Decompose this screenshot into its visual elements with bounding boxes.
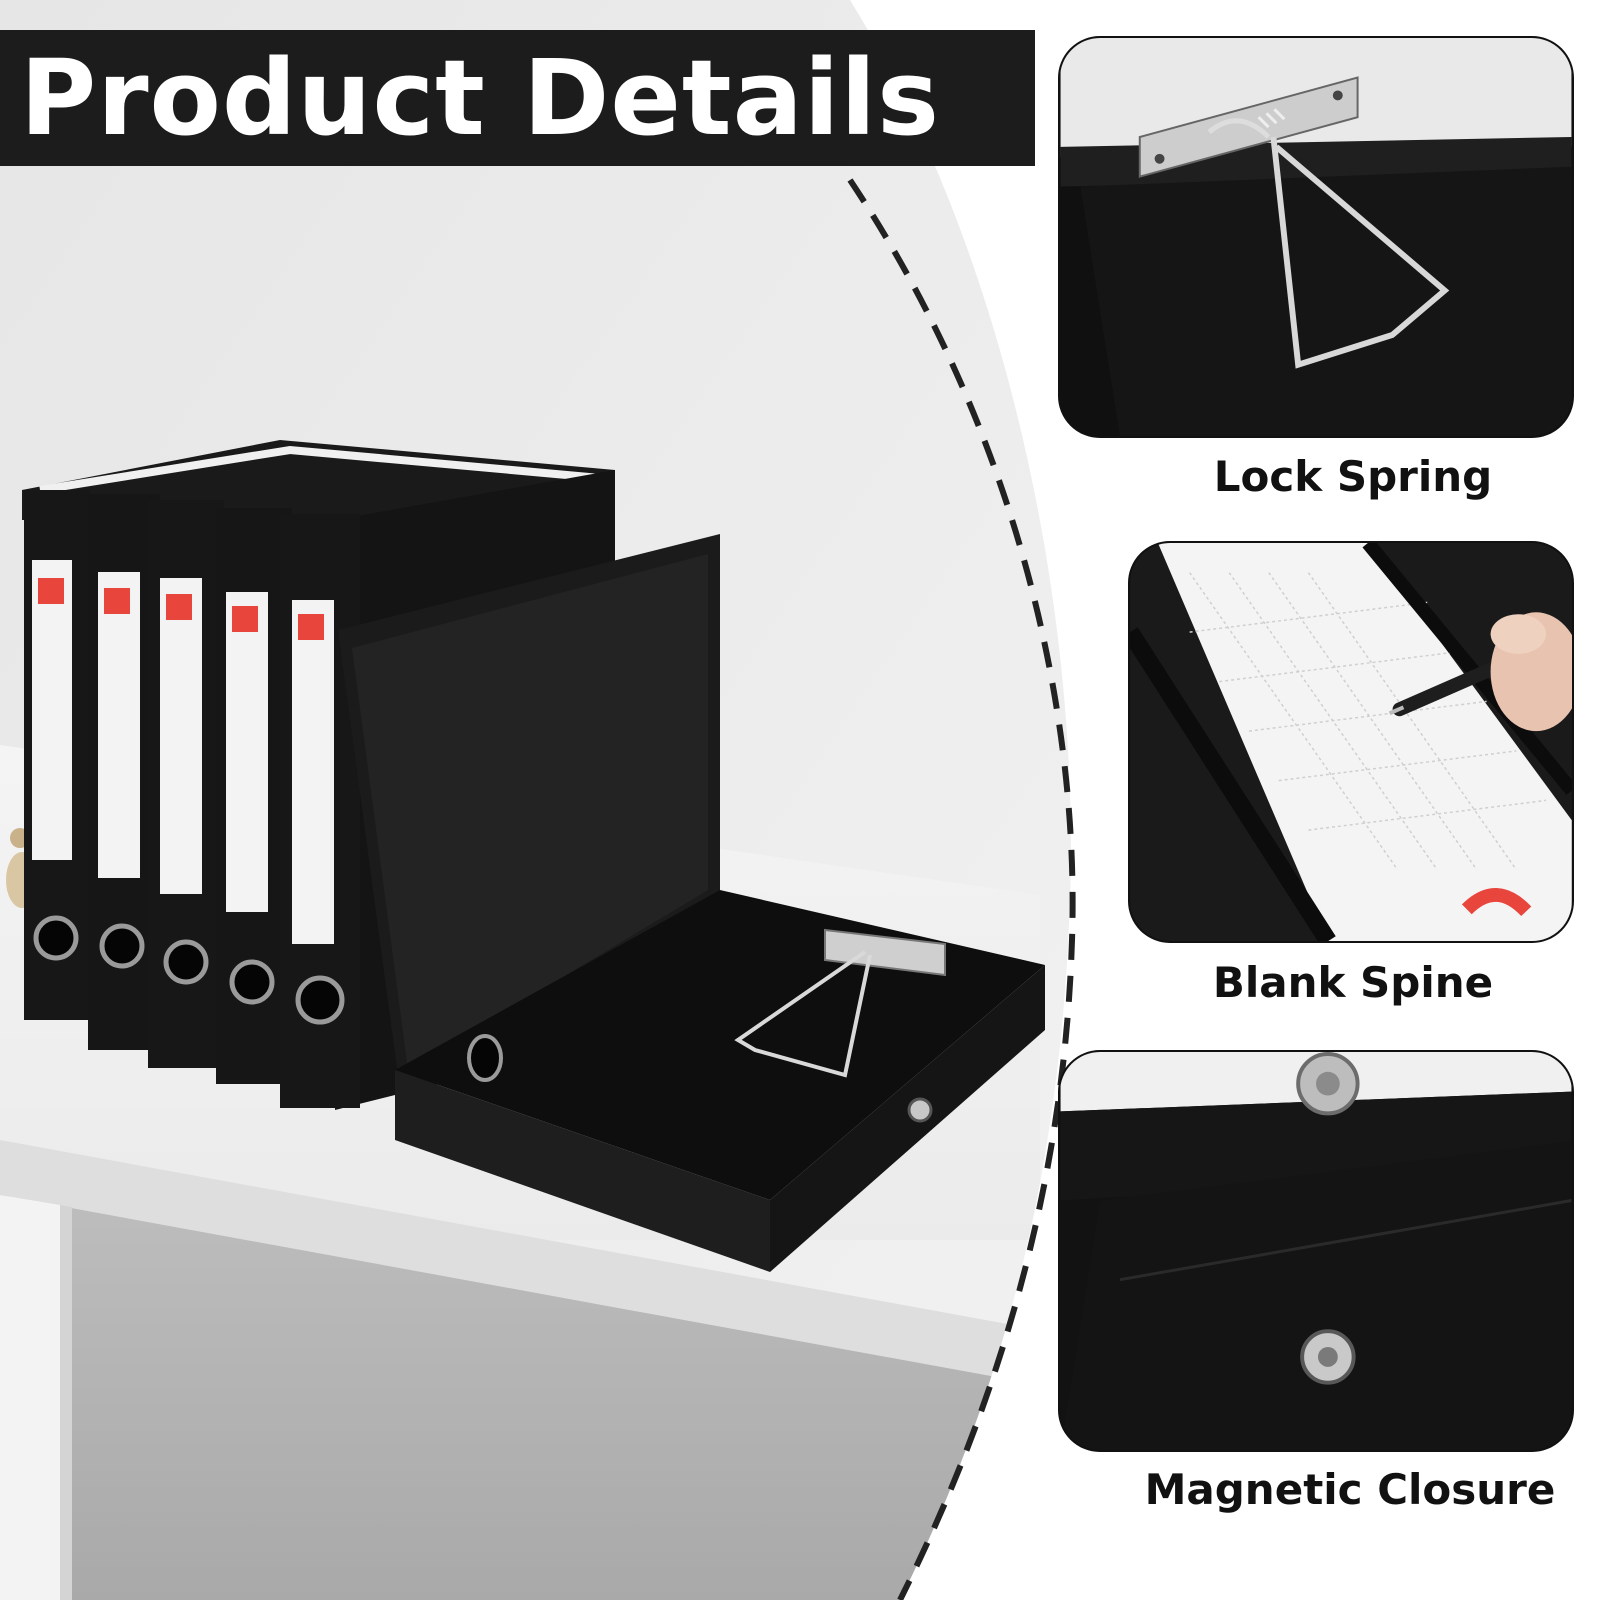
open-box-file <box>338 534 1045 1272</box>
detail-label-lock-spring: Lock Spring <box>1213 452 1493 501</box>
detail-label-blank-spine: Blank Spine <box>1212 958 1494 1007</box>
magnetic-closure-closeup <box>1058 1050 1574 1452</box>
detail-label-magnetic-closure: Magnetic Closure <box>1144 1465 1556 1514</box>
blank-spine-closeup <box>1128 541 1574 943</box>
title-banner: Product Details <box>0 30 1035 166</box>
page-title: Product Details <box>20 37 940 159</box>
lock-spring-closeup <box>1058 36 1574 438</box>
